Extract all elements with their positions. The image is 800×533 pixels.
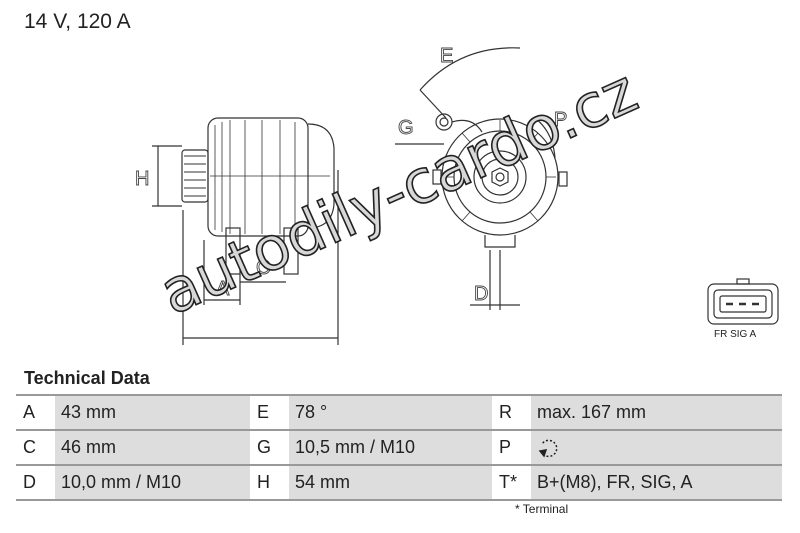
value: 54 mm bbox=[289, 464, 492, 501]
key: C bbox=[16, 429, 55, 466]
value: 43 mm bbox=[55, 394, 250, 431]
value: 10,0 mm / M10 bbox=[55, 464, 250, 501]
technical-data-heading: Technical Data bbox=[24, 368, 150, 388]
svg-text:H: H bbox=[135, 168, 149, 190]
front-view bbox=[395, 47, 568, 310]
key: E bbox=[250, 394, 289, 431]
rotation-clockwise-icon bbox=[538, 439, 558, 458]
key: A bbox=[16, 394, 55, 431]
technical-data-table: A 43 mm E 78 ° R max. 167 mm C 46 mm G 1… bbox=[16, 394, 782, 501]
value-rotation bbox=[531, 429, 782, 466]
key: T* bbox=[492, 464, 531, 501]
key: D bbox=[16, 464, 55, 501]
terminal-footnote: * Terminal bbox=[515, 502, 569, 516]
value: 46 mm bbox=[55, 429, 250, 466]
connector-drawing bbox=[707, 278, 779, 325]
product-title: 14 V, 120 A bbox=[24, 10, 131, 33]
svg-text:D: D bbox=[474, 283, 488, 305]
table-row: D 10,0 mm / M10 H 54 mm T* B+(M8), FR, S… bbox=[16, 464, 782, 501]
svg-text:E: E bbox=[440, 45, 453, 67]
connector-label: FR SIG A bbox=[714, 329, 757, 340]
key: R bbox=[492, 394, 531, 431]
svg-text:A: A bbox=[216, 278, 230, 300]
key: P bbox=[492, 429, 531, 466]
value: 10,5 mm / M10 bbox=[289, 429, 492, 466]
value: 78 ° bbox=[289, 394, 492, 431]
value: max. 167 mm bbox=[531, 394, 782, 431]
side-view bbox=[152, 117, 339, 345]
svg-text:C: C bbox=[256, 257, 270, 279]
table-row: C 46 mm G 10,5 mm / M10 P bbox=[16, 429, 782, 466]
table-row: A 43 mm E 78 ° R max. 167 mm bbox=[16, 394, 782, 431]
value: B+(M8), FR, SIG, A bbox=[531, 464, 782, 501]
svg-text:P: P bbox=[554, 109, 567, 131]
key: H bbox=[250, 464, 289, 501]
svg-text:G: G bbox=[398, 117, 414, 139]
key: G bbox=[250, 429, 289, 466]
